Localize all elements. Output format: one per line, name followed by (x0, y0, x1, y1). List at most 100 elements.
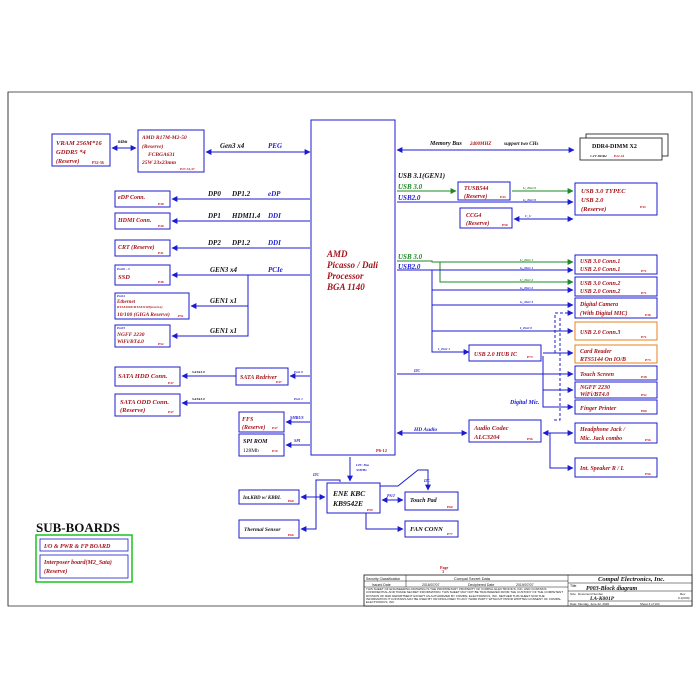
conn1-gport: G_Port 1 (520, 266, 533, 270)
vram-block: VRAM 256M*16 GDDR5 *4 (Reserve) P32-36 (51, 133, 111, 167)
sata-odd-line1: SATA ODD Conn. (120, 399, 169, 406)
touch-screen-label: Touch Screen (580, 372, 615, 378)
ngff-wifi-port: Port5 (117, 326, 125, 330)
title-block: Page 3 Security Classification Compal Se… (363, 565, 693, 607)
i2c-kbc: I2C (312, 472, 320, 477)
gpu-page: P27-31,37 (180, 167, 195, 171)
gpu-line2: (Reserve) (142, 143, 164, 150)
headphone-block: Headphone Jack / Mic. Jack combo P56 (574, 422, 658, 444)
typec-line1: USB 3.0 TYPEC (581, 188, 626, 195)
ffs-page: P47 (272, 426, 278, 430)
edp-label: eDP Conn. (118, 195, 146, 201)
tb-title-label: Title (570, 584, 577, 588)
tb-rev-label: Rev (680, 592, 686, 596)
tb-doc: LA-K001P (589, 596, 615, 602)
hub-label: USB 2.0 HUB IC (474, 352, 518, 358)
tb-size: Size (570, 592, 576, 596)
hdmi-block: HDMI Conn. P40 (114, 212, 171, 230)
tb-deciphered-val: 2019/07/07 (516, 583, 534, 587)
usb30-label: USB 3.0 (398, 183, 423, 191)
fan-label: FAN CONN (410, 526, 443, 533)
ngff2-line1: NGFF 2230 (579, 385, 610, 391)
touchpad-page: P60 (447, 505, 453, 509)
memory-note: support two CHs (503, 142, 539, 147)
card-reader-line1: Card Reader (580, 349, 612, 355)
conn2-uport: U_Port 2 (520, 278, 533, 282)
touchpad-bus: PS/2 (387, 493, 395, 498)
headphone-line2: Mic. Jack combo (579, 436, 622, 442)
spi-rom-block: SPI ROM 128Mb P10 (238, 433, 285, 457)
vram-line3: (Reserve) (56, 158, 79, 165)
page-label: Page (440, 565, 448, 570)
tusb-uport: U_Port 0 (523, 186, 536, 190)
edp-block: eDP Conn. P38 (114, 190, 171, 208)
ddr4-page: P22-24 (614, 154, 625, 158)
ddr4-line1: DDR4-DIMM X2 (592, 144, 637, 150)
ffs-block: FFS (Reserve) P47 (238, 411, 285, 433)
ccg4-line1: CCG4 (466, 213, 481, 219)
sata-hdd-label: SATA HDD Conn. (118, 373, 168, 380)
hdmi-name: DDI (267, 212, 281, 220)
kbc-line2: KB9542E (332, 499, 363, 508)
speaker-page: P56 (645, 472, 651, 476)
digital-mic-label: Digital Mic. (509, 400, 540, 406)
usb-conn2-block: USB 3.0 Conn.2 USB 2.0 Conn.2 P71 (574, 276, 658, 297)
ethernet-line2: RTL8106E/RTL8111H(reserve) (117, 305, 163, 309)
tb-company: Compal Electronics, Inc. (598, 576, 665, 583)
conn1-uport: U_Port 1 (520, 258, 533, 262)
sata-odd-block: SATA ODD Conn. (Reserve) P47 (114, 393, 181, 417)
gpu-line1: AMD R17M-M2-50 (141, 135, 187, 141)
ngff-wifi-bus: GEN1 x1 (210, 327, 237, 335)
ethernet-block: Port4 Ethernet RTL8106E/RTL8111H(reserve… (114, 292, 190, 320)
spi-bus: SPI (294, 438, 301, 443)
subboard-interposer1: Interposer board(M2_Sata) (43, 559, 112, 566)
ngff2-block: NGFF 2230 WiFi/BT4.0 P52 (574, 381, 658, 399)
ddr4-line2: 1.2V DDR4 (590, 154, 607, 158)
kbd-label: Int.KBD w/ KBBL (242, 496, 281, 501)
tb-issued-val: 2016/07/07 (422, 583, 440, 587)
ffs-line1: FFS (242, 417, 254, 423)
tusb-gport: G_Port 0 (523, 198, 536, 202)
usb-conn2-line2: USB 2.0 Conn.2 (580, 289, 620, 295)
ngff-wifi-block: Port5 NGFF 2230 WiFi/BT4.0 P52 (114, 324, 171, 348)
ethernet-port: Port4 (117, 294, 125, 298)
ssd-label: SSD (118, 274, 130, 281)
card-reader-line2: RTS5144 On IO/B (579, 357, 626, 363)
hdmi-page: P40 (158, 224, 164, 228)
crt-page: P41 (158, 251, 164, 255)
tb-sec-class: Security Classification (366, 577, 400, 581)
typec-block: USB 3.0 TYPEC USB 2.0 (Reserve) P43 (574, 182, 658, 216)
usb-conn2-line1: USB 3.0 Conn.2 (580, 281, 620, 287)
headphone-line1: Headphone Jack / (579, 427, 626, 433)
kbc-block: ENE KBC KB9542E P59 (326, 482, 381, 514)
tusb544-page: P43 (500, 195, 506, 199)
codec-block: Audio Codec ALC3204 P56 (468, 419, 542, 443)
usb-title: USB 3.1(GEN1) (398, 172, 445, 180)
typec-page: P43 (640, 205, 646, 209)
hdmi-bus: DP1 (207, 212, 221, 220)
thermal-block: Thermal Sensor P66 (238, 519, 300, 539)
conn3-port: I_Port 0 (519, 326, 532, 330)
typec-line3: (Reserve) (581, 206, 606, 213)
thermal-label: Thermal Sensor (244, 527, 281, 533)
ssd-bus: GEN3 x4 (210, 266, 238, 274)
crt-block: CRT (Reserve) P41 (114, 239, 171, 257)
cpu-line3: Processor (327, 271, 364, 281)
sata-odd-sig: SATA3.0 (192, 397, 205, 401)
hdmi-label: HDMI Conn. (117, 218, 152, 224)
usb-conn3-block: USB 2.0 Conn.3 P71 (574, 321, 658, 341)
redriver-page: P47 (276, 380, 282, 384)
ngff2-line2: WiFi/BT4.0 (580, 392, 609, 398)
ngff-wifi-line1: NGFF 2230 (116, 332, 145, 338)
edp-bus: DP0 (207, 190, 221, 198)
ssd-port: Port0 - 3 (117, 267, 130, 271)
edp-ver: DP1.2 (231, 190, 251, 198)
ffs-line2: (Reserve) (242, 424, 265, 431)
tb-sheet: Sheet 3 of 104 (640, 602, 660, 606)
crt-name: DDI (267, 239, 281, 247)
kbc-line1: ENE KBC (332, 489, 366, 498)
subboard-interposer2: (Reserve) (44, 568, 67, 575)
fan-block: FAN CONN P77 (404, 520, 459, 538)
redriver-port1: Port 1 (294, 397, 303, 401)
